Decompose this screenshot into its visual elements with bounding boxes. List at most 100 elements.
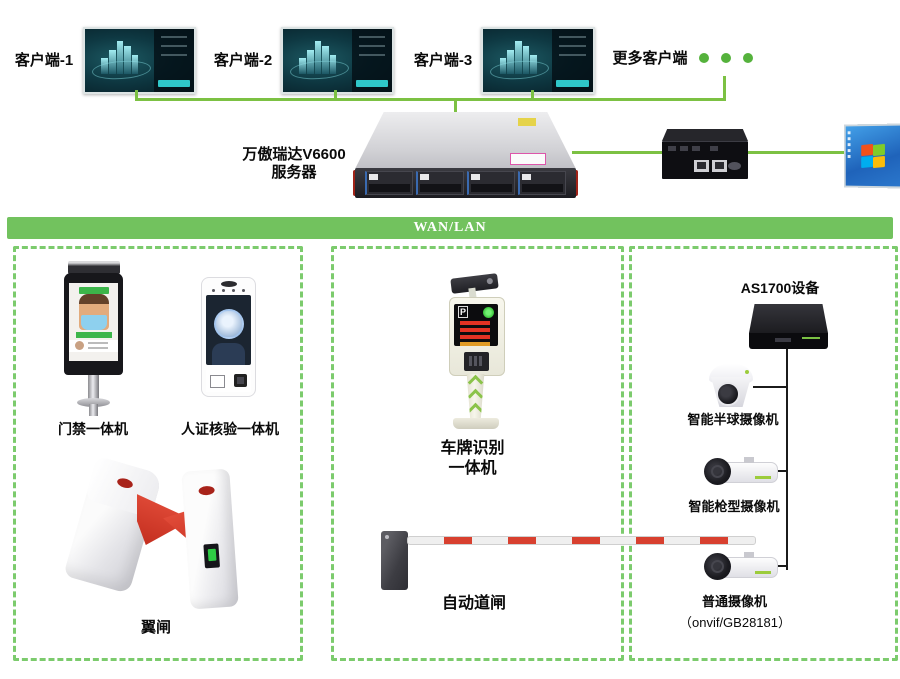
green-led — [207, 548, 217, 562]
client-2-monitor — [281, 27, 394, 94]
screen-footer — [69, 340, 118, 352]
lpr-terminal-graphic: P — [449, 297, 505, 376]
desktop-icons — [847, 131, 851, 158]
login-panel — [351, 29, 392, 92]
connector-line — [334, 90, 337, 100]
converter-front-face — [662, 141, 748, 179]
dome-camera-label: 智能半球摄像机 — [687, 412, 779, 427]
login-screen — [483, 29, 593, 92]
lpr-led-display: P — [454, 304, 498, 346]
as1700-front-face — [749, 333, 828, 349]
connector-line — [531, 90, 534, 100]
login-screen — [283, 29, 392, 92]
status-strip-graphic — [75, 332, 112, 338]
avatar — [75, 341, 84, 350]
id-verify-reader-panel — [206, 370, 251, 392]
client-3-label: 客户端-3 — [413, 52, 473, 69]
city-hologram — [499, 39, 537, 75]
access-terminal-camera-bar — [68, 261, 120, 274]
server-role-label: 服务器 — [271, 164, 317, 181]
io-port — [692, 146, 700, 151]
id-verify-terminal-graphic — [201, 277, 256, 397]
login-screen — [85, 29, 194, 92]
barrier-gate-boom — [407, 536, 756, 545]
text-line — [88, 342, 108, 344]
login-button-graphic — [556, 80, 589, 87]
camera-lens-icon — [704, 458, 731, 485]
masked-face-graphic — [78, 294, 109, 330]
camera-lens-icon — [220, 281, 237, 287]
barrier-gate-label: 自动道闸 — [441, 595, 506, 612]
windows-logo-icon — [860, 143, 885, 168]
more-clients-dot-icon — [743, 53, 753, 63]
text-line — [88, 347, 108, 349]
server-front-face — [355, 168, 576, 198]
drive-bay — [467, 171, 515, 195]
as1700-top-face — [749, 304, 828, 333]
camera-stub-line — [753, 386, 786, 388]
client-2-label: 客户端-2 — [213, 52, 273, 69]
camera-lens-icon — [704, 553, 731, 580]
mounting-pole — [88, 375, 99, 401]
ethernet-port — [694, 160, 709, 172]
zone-access-control — [13, 246, 303, 661]
client-1-monitor — [83, 27, 196, 94]
drive-bay — [518, 171, 566, 195]
parking-logo: P — [458, 306, 469, 318]
connector-line — [572, 151, 664, 154]
lpr-label-line1: 车牌识别 — [440, 440, 505, 457]
access-terminal-graphic — [64, 273, 123, 375]
camera-lens-icon — [716, 382, 740, 406]
dome-camera-graphic — [707, 364, 755, 411]
zone-parking — [331, 246, 624, 661]
lpr-base — [453, 418, 499, 429]
server-name-label: 万傲瑞达V6600 — [242, 146, 346, 163]
green-stripe — [755, 571, 771, 574]
as1700-title: AS1700设备 — [740, 280, 820, 296]
mounting-pole — [89, 404, 98, 416]
bullet-camera-graphic — [704, 552, 778, 585]
id-verify-label: 人证核验一体机 — [181, 421, 279, 437]
chevron-up-icon — [467, 402, 484, 419]
green-stripe — [755, 476, 771, 479]
city-hologram — [101, 39, 139, 75]
id-verify-screen — [206, 295, 251, 365]
server-label-tag — [510, 153, 546, 165]
as1700-device-graphic — [749, 304, 828, 349]
login-button-graphic — [355, 80, 388, 87]
turnstile-right-pedestal — [181, 468, 239, 610]
media-converter-box — [662, 129, 748, 179]
pole-flange — [77, 398, 110, 407]
connector-line — [454, 101, 457, 114]
face-circle-graphic — [213, 309, 244, 339]
more-clients-label: 更多客户端 — [612, 50, 688, 67]
zone-cameras — [629, 246, 898, 661]
qr-area — [210, 375, 225, 388]
access-terminal-label: 门禁一体机 — [58, 421, 128, 437]
led-text-row — [460, 321, 490, 325]
server-sticker — [518, 118, 536, 126]
client-3-monitor — [481, 27, 595, 94]
client-1-label: 客户端-1 — [14, 52, 74, 69]
green-signal-light — [483, 307, 494, 318]
bullet-camera-label: 智能枪型摄像机 — [688, 499, 780, 514]
connector-line — [746, 151, 844, 154]
camera-stub-line — [771, 565, 786, 567]
access-terminal-screen — [69, 283, 118, 361]
connector-line — [135, 90, 138, 100]
connector-line — [723, 76, 726, 101]
barrier-gate-cabinet — [381, 531, 408, 590]
indicator-panel — [203, 543, 221, 569]
led-text-row — [460, 342, 490, 346]
indicator-dot — [385, 535, 389, 539]
onvif-camera-label: 普通摄像机 — [701, 594, 767, 609]
sensor-dots — [212, 289, 245, 292]
camera-trunk-line — [786, 349, 788, 570]
body-silhouette — [212, 343, 245, 365]
camera-mount — [744, 552, 754, 558]
more-clients-dot-icon — [721, 53, 731, 63]
converter-logo-badge — [728, 162, 741, 170]
logo-chip — [775, 338, 791, 342]
server-top-face — [355, 112, 576, 169]
